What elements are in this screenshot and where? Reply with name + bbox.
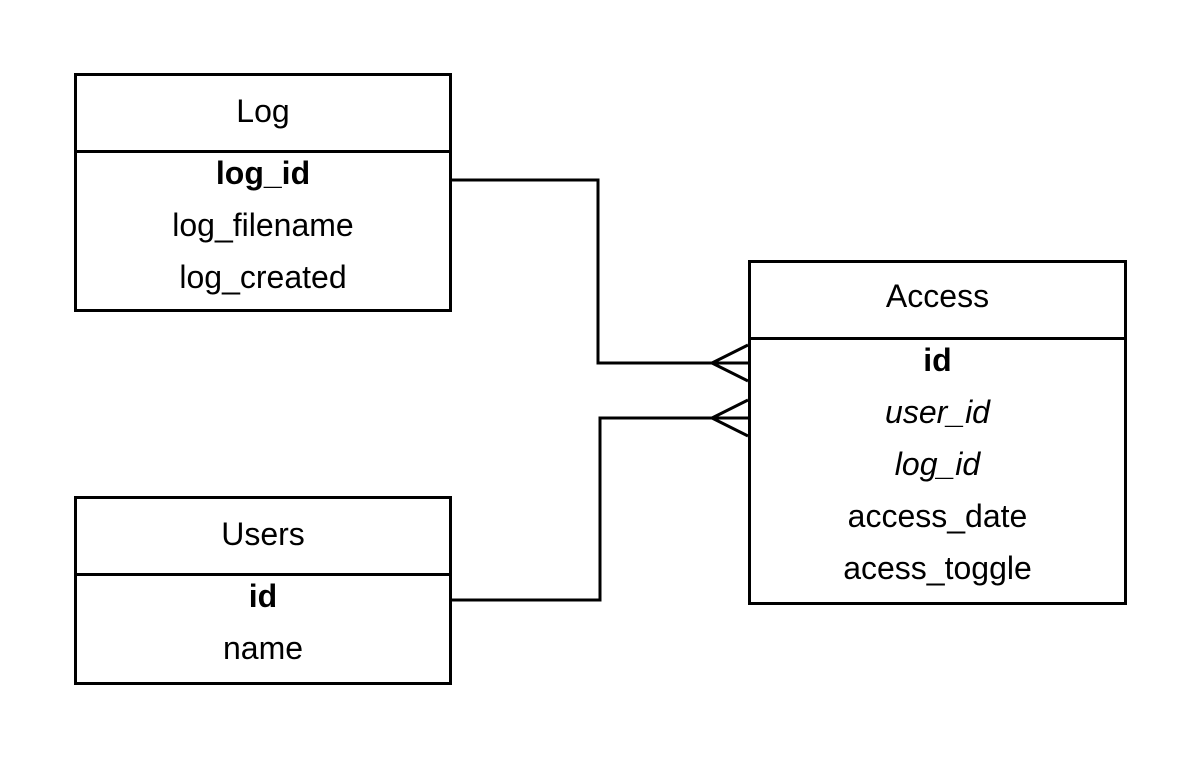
entity-users-field-name[interactable]: name — [222, 630, 304, 666]
relationship-log-access-line[interactable] — [446, 178, 748, 365]
entity-log-fields: log_id log_filename log_created — [77, 153, 449, 303]
entity-users-field-id[interactable]: id — [248, 578, 278, 614]
entity-log-title: Log — [77, 76, 449, 153]
entity-access-field-log-id[interactable]: log_id — [894, 446, 981, 482]
entity-log[interactable]: Log log_id log_filename log_created — [74, 73, 452, 312]
crows-foot-many-users-access — [711, 398, 749, 438]
entity-access-field-acess-toggle[interactable]: acess_toggle — [843, 550, 1032, 586]
entity-access-field-access-date[interactable]: access_date — [847, 498, 1028, 534]
entity-access[interactable]: Access id user_id log_id access_date ace… — [748, 260, 1127, 605]
entity-log-field-log-id[interactable]: log_id — [215, 155, 311, 191]
relationship-users-access-line[interactable] — [452, 416, 748, 602]
entity-access-title: Access — [751, 263, 1124, 340]
entity-users-title: Users — [77, 499, 449, 576]
entity-access-field-id[interactable]: id — [923, 342, 952, 378]
entity-access-fields: id user_id log_id access_date acess_togg… — [751, 340, 1124, 594]
entity-users-fields: id name — [77, 576, 449, 674]
entity-access-field-user-id[interactable]: user_id — [885, 394, 990, 430]
entity-log-field-log-created[interactable]: log_created — [179, 259, 347, 295]
entity-log-field-log-filename[interactable]: log_filename — [172, 207, 354, 243]
crows-foot-many-log-access — [711, 343, 749, 383]
entity-users[interactable]: Users id name — [74, 496, 452, 685]
